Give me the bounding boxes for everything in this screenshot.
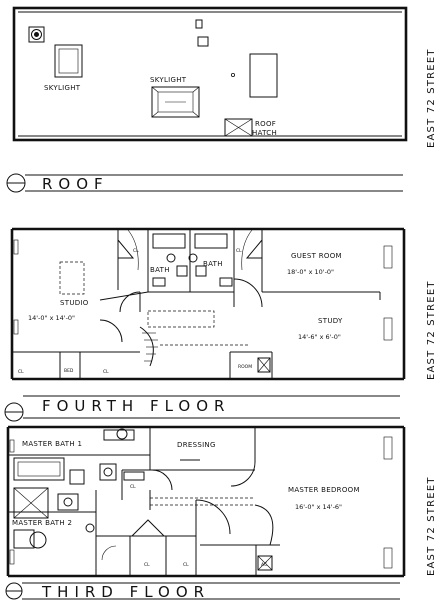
third-title: THIRD FLOOR [41,583,210,600]
rooftop-unit [249,53,278,98]
roof-plan: SKYLIGHT SKYLIGHT ROOF HATCH ROOF EAST 7… [6,6,437,193]
roof-outline [12,6,408,142]
master-bedroom-label: MASTER BEDROOM [288,486,360,494]
front-windows [383,245,393,341]
study-label: STUDY [318,317,343,325]
bathtub [13,457,65,481]
dressing-label: DRESSING [177,441,216,449]
roof-hatch [224,118,253,137]
hatch-label: HATCH [252,129,277,137]
bed-label: BED [64,368,74,374]
roof-label: ROOF [255,120,276,128]
fourth-street-label: EAST 72 STREET [426,280,437,380]
stair [139,326,158,367]
roof-title: ROOF [42,175,109,193]
ac-label: AC [261,562,267,568]
shower [13,487,49,519]
guest-room-dim: 18'-0" x 10'-0" [287,268,334,276]
third-floor-plan: MASTER BATH 1 MASTER BATH 2 DRESSING MAS… [5,425,437,600]
fourth-title: FOURTH FLOOR [42,397,230,415]
third-street-label: EAST 72 STREET [426,476,437,576]
closet-label-third-1: CL [130,484,136,490]
study-dim: 14'-6" x 6'-0" [298,333,341,341]
studio-skylight-outline [59,261,85,295]
skylight-left-label: SKYLIGHT [44,84,81,92]
closet-label-third-2: CL [144,562,150,568]
studio-label: STUDIO [60,299,89,307]
guest-room-label: GUEST ROOM [291,252,342,260]
skylight-center [151,86,200,118]
closet-label-2: CL [236,248,242,254]
vent-icon [28,26,45,43]
skylight-center-label: SKYLIGHT [150,76,187,84]
roof-street-label: EAST 72 STREET [426,48,437,148]
master-bath-2-label: MASTER BATH 2 [12,519,72,527]
bath-left-label: BATH [150,266,170,274]
bath-fixtures [152,233,233,287]
closet-label-3: CL [18,369,24,375]
studio-dim: 14'-0" x 14'-0" [28,314,75,322]
bath-right-label: BATH [203,260,223,268]
master-bedroom-dim: 16'-0" x 14'-6" [295,503,342,511]
closet-label-4: CL [103,369,109,375]
closet-label-third-3: CL [183,562,189,568]
room-label: ROOM [238,364,252,370]
closet-label-1: CL [133,248,139,254]
skylight-left [54,44,83,78]
master-bath-1-label: MASTER BATH 1 [22,440,82,448]
fourth-floor-plan: GUEST ROOM 18'-0" x 10'-0" STUDIO 14'-0"… [4,227,437,422]
